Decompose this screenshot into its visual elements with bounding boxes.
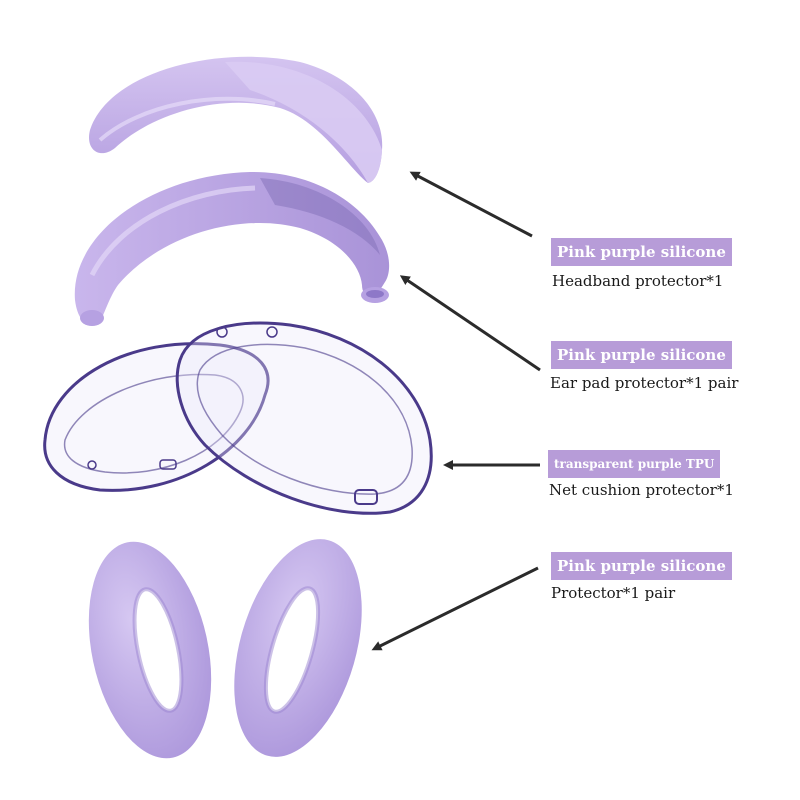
silicone-rings-image — [88, 539, 362, 759]
material-tag-protector: Pink purple silicone — [551, 552, 732, 580]
description-net-cushion: Net cushion protector*1 — [549, 481, 734, 499]
arrow-ear-pad — [399, 275, 541, 372]
material-tag-ear-pad: Pink purple silicone — [551, 341, 732, 369]
headband-cover-image — [74, 171, 390, 326]
material-tag-headband: Pink purple silicone — [551, 238, 732, 266]
arrow-ring — [371, 566, 539, 651]
arrow-headband — [409, 171, 533, 238]
material-tag-net-cushion: transparent purple TPU — [548, 450, 721, 478]
pointer-arrows — [371, 171, 541, 651]
headband-strap-image — [89, 56, 383, 183]
description-ear-pad: Ear pad protector*1 pair — [550, 374, 739, 392]
description-protector: Protector*1 pair — [551, 584, 676, 602]
tpu-cups-image — [43, 321, 433, 515]
description-headband: Headband protector*1 — [552, 272, 724, 290]
